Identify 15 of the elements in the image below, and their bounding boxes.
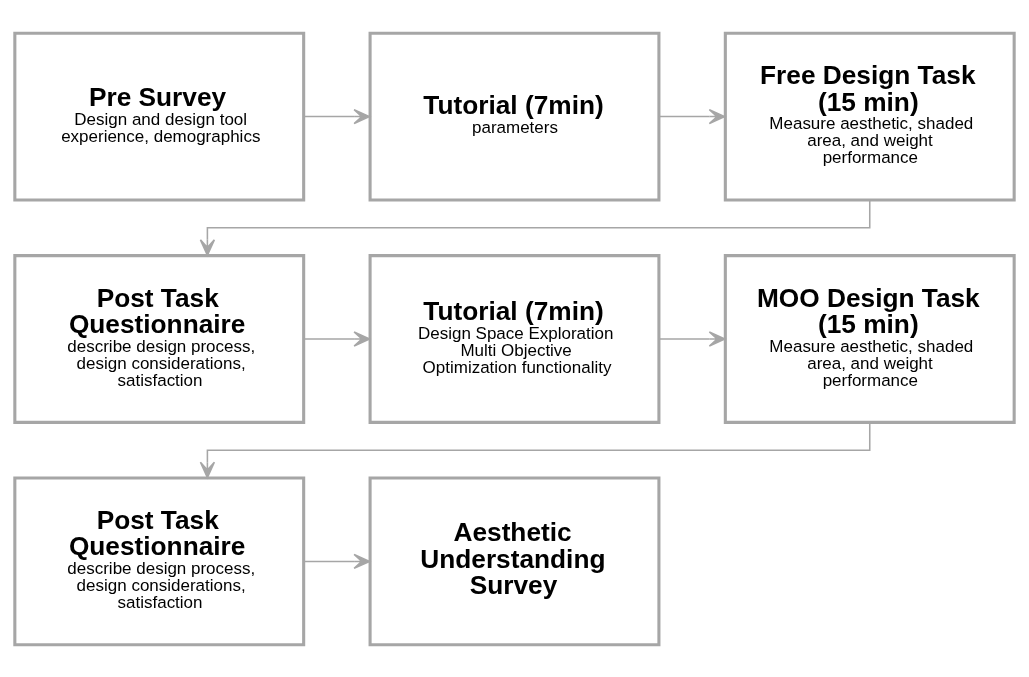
arrow bbox=[199, 199, 871, 256]
node-box: Aesthetic Understanding Survey bbox=[368, 475, 661, 646]
node-box: Post Task Questionnaire describe design process, design considerations, satisfaction bbox=[13, 253, 306, 424]
arrow bbox=[303, 108, 371, 124]
node-box: Pre Survey Design and design tool experience, demographics bbox=[13, 31, 306, 202]
arrow bbox=[658, 330, 726, 347]
arrow bbox=[303, 330, 371, 347]
arrow bbox=[303, 553, 371, 569]
node-box: Tutorial (7min) Design Space Exploration Multi Objective Optimization functionality bbox=[368, 253, 661, 424]
node-box: Post Task Questionnaire describe design process, design considerations, satisfaction bbox=[13, 475, 306, 646]
node-box: Tutorial (7min) parameters bbox=[368, 31, 661, 202]
arrow bbox=[199, 421, 871, 478]
node-box: Free Design Task (15 min) Measure aesthetic, shaded area, and weight performance bbox=[723, 31, 1016, 202]
arrow bbox=[658, 108, 726, 124]
node-box: MOO Design Task (15 min) Measure aesthetic, shaded area, and weight performance bbox=[723, 253, 1016, 424]
